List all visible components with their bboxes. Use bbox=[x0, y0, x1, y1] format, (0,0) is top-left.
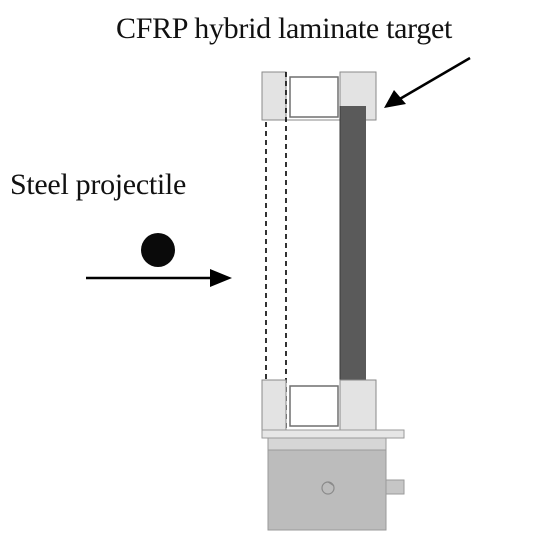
base-cylinder-top bbox=[267, 437, 387, 451]
cfrp-laminate-plate bbox=[340, 106, 366, 396]
impact-arrow-icon bbox=[86, 269, 232, 287]
lower-clamp-right-block bbox=[339, 379, 377, 431]
projectile-label: Steel projectile bbox=[10, 168, 186, 201]
upper-clamp-window bbox=[289, 76, 339, 118]
target-label: CFRP hybrid laminate target bbox=[116, 12, 453, 45]
base-ledge bbox=[261, 429, 405, 439]
lower-clamp-left-block bbox=[261, 379, 287, 431]
base-bolt-slot bbox=[327, 481, 335, 487]
lower-clamp-window bbox=[289, 385, 339, 427]
base-side-knob bbox=[385, 479, 405, 495]
lower-clamp bbox=[261, 379, 377, 431]
upper-clamp-left-block bbox=[261, 71, 287, 121]
steel-projectile-icon bbox=[141, 233, 175, 267]
target-pointer-arrow-icon bbox=[384, 56, 471, 108]
impact-zone-guides bbox=[265, 72, 287, 430]
cylindrical-base bbox=[267, 437, 405, 531]
base-cylinder-body bbox=[267, 449, 387, 531]
